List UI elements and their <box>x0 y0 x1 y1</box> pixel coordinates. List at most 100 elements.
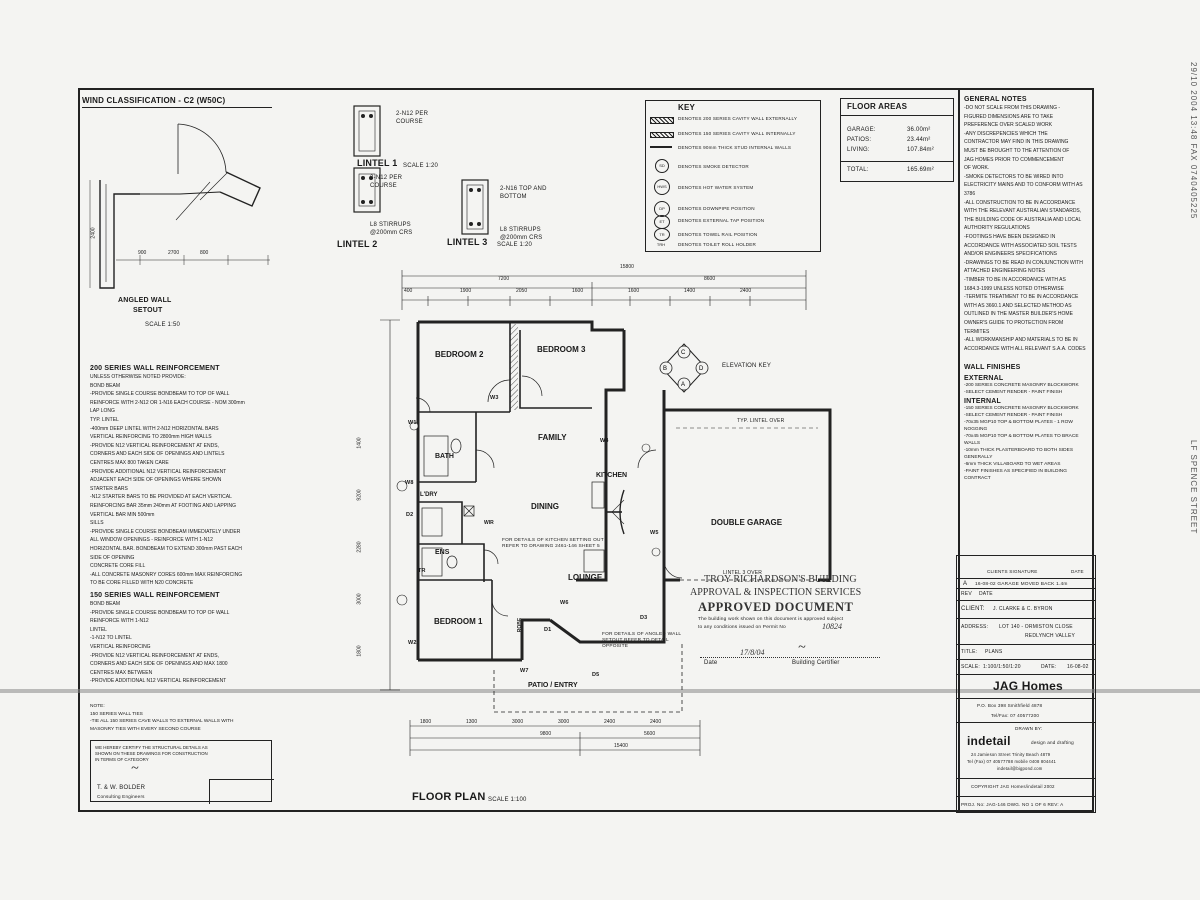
lintel-2-note4: @200mm CRS <box>370 230 413 236</box>
approval-date-label: Date <box>704 660 718 666</box>
dim-bottom-b: 5600 <box>644 731 656 737</box>
reinforcement-line: -ALL CONCRETE MASONRY CORES 600mm MAX RE… <box>90 571 243 578</box>
internal-finish-line: WALLS <box>964 441 981 446</box>
opening-label: W1 <box>408 420 417 426</box>
wall-finishes-internal: INTERNAL <box>964 398 1001 405</box>
reinforcement-ties-line: -TIE ALL 150 SERIES CAVE WALLS TO EXTERN… <box>90 719 234 724</box>
reinforcement-line: -PROVIDE N12 VERTICAL REINFORCEMENT AT E… <box>90 442 219 449</box>
wall-finishes-title: WALL FINISHES <box>964 364 1021 371</box>
wind-dim-2: 2700 <box>168 250 180 256</box>
general-note-line: CONTRACTOR MAY FIND IN THIS DRAWING <box>964 139 1069 146</box>
key-sd-icon: SD <box>655 159 669 173</box>
reinforcement-line: -PROVIDE SINGLE COURSE BONDBEAM IMMEDIAT… <box>90 528 241 535</box>
floor-plan-svg <box>380 270 832 756</box>
external-finish-line: -SELECT CEMENT RENDER - PAINT FINISH <box>964 390 1063 395</box>
reinforcement-line: VERTICAL REINFORCING TO 2800mm HIGH WALL… <box>90 434 212 441</box>
angled-wall-note: FOR DETAILS OF ANGLED WALL SETOUT REFER … <box>602 632 682 649</box>
area-patios-label: PATIOS: <box>847 137 872 143</box>
area-living-label: LIVING: <box>847 147 870 153</box>
general-note-line: 3786 <box>964 191 976 197</box>
reinforcement-ties-line: 150 SERIES WALL TIES <box>90 711 143 717</box>
client-label: CLIENT: <box>961 606 985 612</box>
certification-box: WE HEREBY CERTIFY THE STRUCTURAL DETAILS… <box>90 740 274 804</box>
key-swatch-2 <box>650 132 674 138</box>
revision-header: REV <box>961 591 972 597</box>
reinforcement-line: CENTRES MAX 800 TAKEN CARE <box>90 460 169 466</box>
lintel-3-note4: @200mm CRS <box>500 235 543 241</box>
client-value: J. CLARKE & C. BYRON <box>993 606 1053 612</box>
dim-bottom-segment: 3000 <box>512 719 524 725</box>
drawing-sheet <box>78 88 1094 812</box>
reinforcement-line: CONCRETE CORE FILL <box>90 563 146 570</box>
general-note-line: TERMITES <box>964 328 990 335</box>
dim-top-segment: 2050 <box>516 288 528 294</box>
reinforcement-150-line: -PROVIDE SINGLE COURSE BONDBEAM TO TOP O… <box>90 609 230 616</box>
opening-label: W8 <box>405 480 414 486</box>
room-family: FAMILY <box>538 433 567 442</box>
reinforcement-150-line: VERTICAL REINFORCING <box>90 644 151 650</box>
lintel-1-diagram <box>353 105 381 213</box>
key-item-1: DENOTES 200 SERIES CAVITY WALL EXTERNALL… <box>678 116 798 121</box>
approval-signature-line <box>700 657 880 658</box>
lintel-3-scale: SCALE 1:20 <box>497 242 533 248</box>
opening-label: W5 <box>650 530 659 536</box>
internal-finish-line: -10mm THICK PLASTERBOARD TO BOTH SIDES <box>964 448 1074 453</box>
tb-date-value: 16-08-02 <box>1067 664 1089 670</box>
general-notes-title: GENERAL NOTES <box>964 96 1027 103</box>
general-note-line: ACCORDANCE WITH ALL RELEVANT S.A.A. CODE… <box>964 345 1086 352</box>
lintel-1-note: 2-N12 PER <box>396 111 429 117</box>
opening-label: W6 <box>560 600 569 606</box>
key-title: KEY <box>678 103 696 112</box>
reinforcement-line: -400mm DEEP LINTEL WITH 2-N12 HORIZONTAL… <box>90 425 219 432</box>
copyright-text: COPYRIGHT JAG Homes/indetail 2002 <box>971 784 1055 789</box>
approval-signature-icon: ~ <box>798 640 806 655</box>
company-name: JAG Homes <box>993 679 1063 693</box>
general-note-line: ATTACHED ENGINEERING NOTES <box>964 268 1046 275</box>
reinforcement-ties-line: NOTE: <box>90 704 105 709</box>
key-tr-icon: TR <box>654 228 670 241</box>
general-note-line: -DRAWINGS TO BE READ IN CONJUNCTION WITH <box>964 259 1083 266</box>
key-box: KEY DENOTES 200 SERIES CAVITY WALL EXTER… <box>645 100 821 252</box>
reinforcement-line: -PROVIDE SINGLE COURSE BONDBEAM TO TOP O… <box>90 391 230 398</box>
floor-areas-title: FLOOR AREAS <box>847 102 908 111</box>
reinforcement-line: ALL WINDOW OPENINGS - REINFORCE WITH 1-N… <box>90 537 213 544</box>
reinforcement-line: -PROVIDE ADDITIONAL N12 VERTICAL REINFOR… <box>90 468 227 475</box>
floor-plan-scale: SCALE 1:100 <box>488 797 527 803</box>
general-note-line: WITH THE RELEVANT AUSTRALIAN STANDARDS, <box>964 208 1082 215</box>
address-value: LOT 140 - ORMISTON CLOSE <box>999 624 1073 630</box>
wind-dim-3: 800 <box>200 250 209 256</box>
garage-lintel-note: TYP. LINTEL OVER <box>737 418 785 424</box>
general-note-line: 1684.3-1999 UNLESS NOTED OTHERWISE <box>964 285 1064 292</box>
room-lounge: LOUNGE <box>568 573 603 582</box>
lintel-3-note3: L8 STIRRUPS <box>500 227 541 233</box>
angled-wall-scale: SCALE 1:50 <box>145 322 181 328</box>
dim-bottom-segment: 1800 <box>420 719 432 725</box>
lintel-1-scale: SCALE 1:20 <box>403 163 439 169</box>
general-note-line: ELECTRICITY MAINS AND TO CONFORM WITH AS <box>964 182 1083 189</box>
opening-label: D2 <box>406 512 414 518</box>
dim-top-segment: 2400 <box>740 288 752 294</box>
general-note-line: ACCORDANCE WITH ASSOCIATED SOIL TESTS <box>964 242 1077 249</box>
opening-label: W7 <box>520 668 529 674</box>
area-garage-label: GARAGE: <box>847 127 876 133</box>
revision-date-header: DATE <box>979 591 993 597</box>
wind-title-underline <box>82 107 272 108</box>
reinforcement-ties-line: MASONRY TIES WITH EVERY SECOND COURSE <box>90 726 201 732</box>
revision-letter: A <box>963 581 968 587</box>
external-finish-line: -200 SERIES CONCRETE MASONRY BLOCKWORK <box>964 383 1079 388</box>
reinforcement-150-line: REINFORCE WITH 1-N12 <box>90 618 149 625</box>
general-note-line: -TERMITE TREATMENT TO BE IN ACCORDANCE <box>964 294 1079 301</box>
reinforcement-line: UNLESS OTHERWISE NOTED PROVIDE: <box>90 374 186 380</box>
reinforcement-line: BOND BEAM <box>90 382 121 389</box>
key-item-9: DENOTES TOILET ROLL HOLDER <box>678 242 757 247</box>
reinforcement-line: TO BE CORE FILLED WITH N20 CONCRETE <box>90 580 194 587</box>
reinforcement-line: VERTICAL BAR MIN 500mm <box>90 511 155 518</box>
general-note-line: AUTHORITY REGULATIONS <box>964 225 1030 232</box>
approval-services: APPROVAL & INSPECTION SERVICES <box>690 587 862 598</box>
address-value-2: REDLYNCH VALLEY <box>1025 633 1076 639</box>
general-note-line: -TIMBER TO BE IN ACCORDANCE WITH AS <box>964 277 1066 283</box>
dim-top-segment: 1900 <box>460 288 472 294</box>
elevation-key-label: ELEVATION KEY <box>722 363 772 369</box>
room-wir: WIR <box>484 520 494 526</box>
dim-bottom-segment: 2400 <box>604 719 616 725</box>
